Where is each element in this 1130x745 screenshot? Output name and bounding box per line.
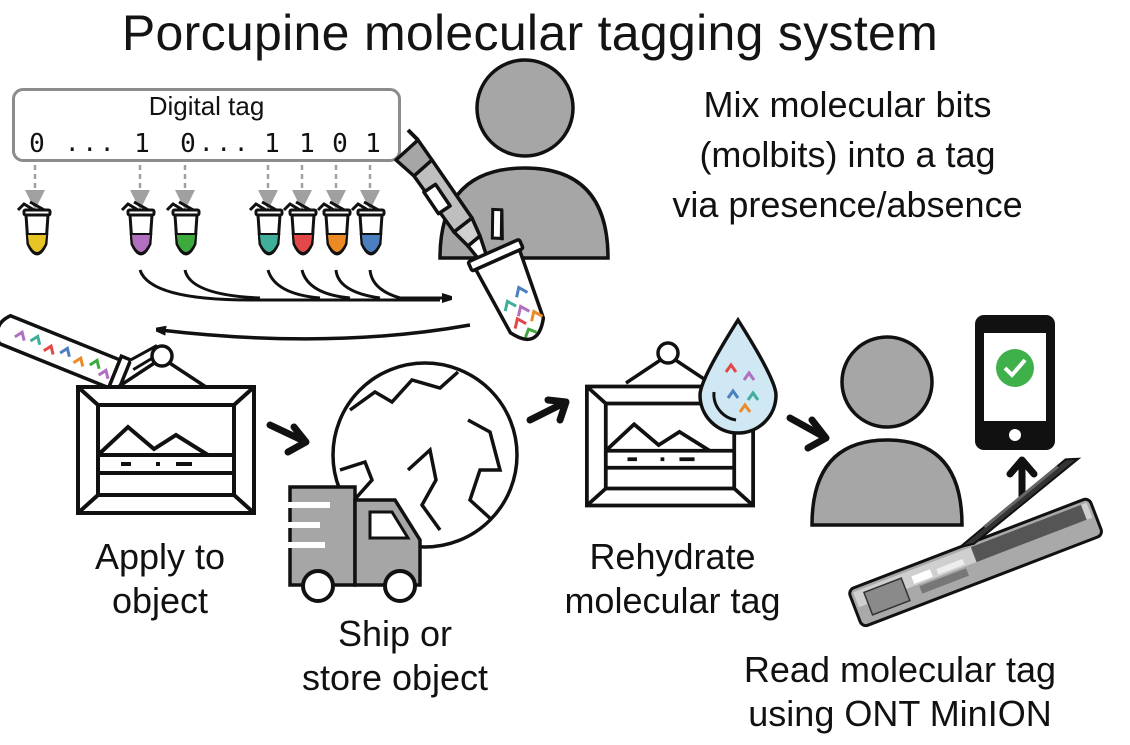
bit-0: 0 <box>29 129 45 159</box>
apply-arrow <box>160 323 471 341</box>
caption-read: Read molecular tag using ONT MinION <box>700 648 1100 736</box>
caption-apply: Apply to object <box>60 535 260 623</box>
caption-rehydrate-line-1: Rehydrate <box>589 536 756 577</box>
caption-rehydrate-line-2: molecular tag <box>564 580 781 621</box>
digital-tag-box: Digital tag 0 ... 1 0 ... 1 1 0 1 <box>12 88 401 162</box>
water-droplet-icon <box>698 316 778 435</box>
molbit-tube <box>350 200 386 256</box>
person-icon-reader <box>810 335 964 527</box>
molbit-tubes <box>16 200 386 256</box>
phone-icon <box>975 315 1055 450</box>
picture-frame-rehydrate <box>585 341 755 508</box>
picture-frame-apply <box>76 344 256 515</box>
bit-2: 0 <box>180 129 196 159</box>
caption-apply-line-2: object <box>111 580 209 621</box>
step-arrows <box>266 396 1038 504</box>
bit-5: 0 <box>332 129 348 159</box>
molbit-tube <box>165 200 201 256</box>
bit-6: 1 <box>365 129 381 159</box>
mix-molbits-text: Mix molecular bits (molbits) into a tag … <box>625 80 1070 230</box>
caption-read-line-2: using ONT MinION <box>748 693 1052 734</box>
molbit-tube <box>316 200 352 256</box>
molbit-tube <box>282 200 318 256</box>
minion-sequencer-icon <box>848 457 1103 628</box>
bit-to-tube-arrows <box>25 165 380 210</box>
mixed-tag-tube <box>466 207 546 342</box>
bit-1: 1 <box>134 129 150 159</box>
caption-rehydrate: Rehydrate molecular tag <box>540 535 805 623</box>
caption-apply-line-1: Apply to <box>94 536 226 577</box>
bit-4: 1 <box>299 129 315 159</box>
truck-icon <box>282 485 422 603</box>
caption-ship-line-1: Ship or <box>337 613 453 654</box>
diagram-title: Porcupine molecular tagging system <box>121 5 939 61</box>
caption-ship: Ship or store object <box>275 612 515 700</box>
molbit-tube <box>16 200 52 256</box>
mix-text-line-2: (molbits) into a tag <box>699 134 996 175</box>
person-icon-top <box>438 58 610 260</box>
bit-ellipsis-2: ... <box>199 129 252 157</box>
pooling-arrows <box>138 269 448 300</box>
molbit-tube <box>120 200 156 256</box>
bit-ellipsis: ... <box>65 129 118 157</box>
digital-tag-label: Digital tag <box>148 91 265 121</box>
caption-read-line-1: Read molecular tag <box>743 649 1057 690</box>
mix-text-line-3: via presence/absence <box>672 184 1023 225</box>
molbit-tube <box>248 200 284 256</box>
mix-text-line-1: Mix molecular bits <box>703 84 992 125</box>
caption-ship-line-2: store object <box>301 657 489 698</box>
bit-3: 1 <box>264 129 280 159</box>
